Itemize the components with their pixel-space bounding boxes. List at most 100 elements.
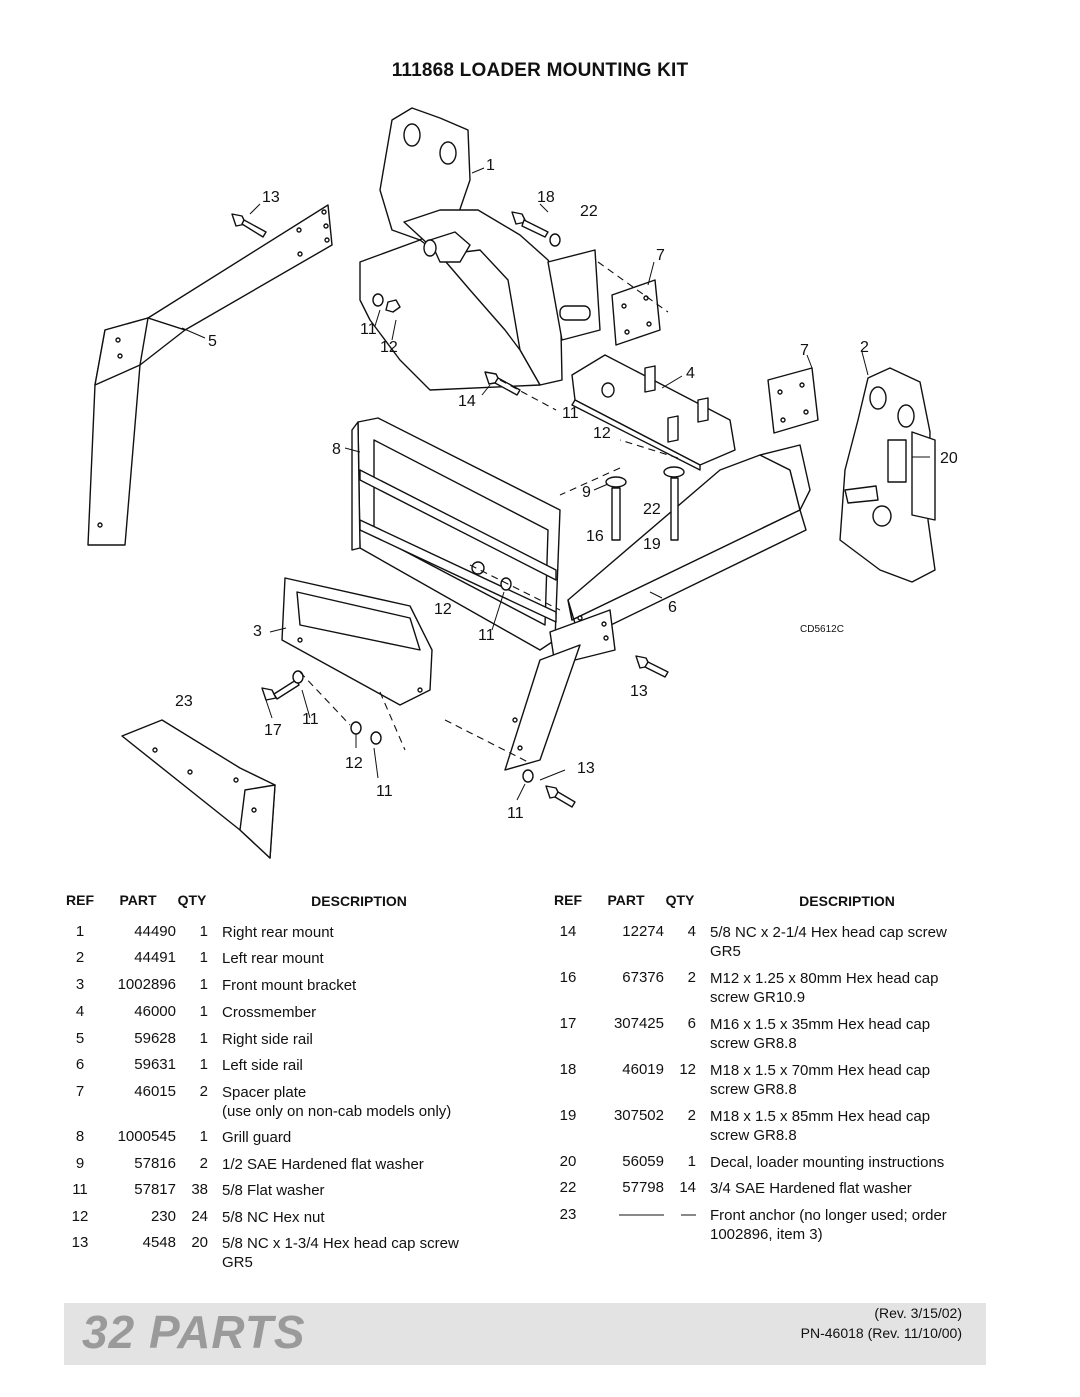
description-cell: Grill guard — [208, 1128, 500, 1147]
callout-12b: 12 — [593, 425, 611, 442]
footer-revision: (Rev. 3/15/02) PN-46018 (Rev. 11/10/00) — [801, 1303, 962, 1343]
callout-23: 23 — [175, 693, 193, 710]
right-side-rail-drawing — [87, 204, 333, 546]
table-row: 17 307425 6 M16 x 1.5 x 35mm Hex head cap sc… — [548, 1015, 988, 1061]
description-note: screw GR10.9 — [710, 989, 806, 1006]
left-rear-mount-drawing — [839, 367, 936, 583]
description-note: GR5 — [222, 1254, 253, 1271]
description-cell: Left rear mount — [208, 949, 500, 968]
spacer-plate-upper-drawing — [611, 279, 661, 346]
qty-cell: 20 — [191, 1234, 208, 1251]
revision-date: (Rev. 3/15/02) — [874, 1305, 962, 1321]
header-part: PART — [607, 892, 645, 908]
callout-13b: 13 — [630, 683, 648, 700]
description-note: screw GR8.8 — [710, 1035, 797, 1052]
callout-6: 6 — [668, 599, 677, 616]
callout-16: 16 — [586, 528, 604, 545]
ref-cell: 6 — [75, 1056, 85, 1073]
ref-cell: 11 — [72, 1181, 88, 1198]
front-mount-bracket-drawing — [281, 577, 433, 706]
callout-7b: 7 — [800, 342, 809, 359]
table-header: REF PART QTY DESCRIPTION — [548, 892, 988, 912]
callout-11c: 11 — [478, 627, 495, 644]
screw-13-lower-drawing — [522, 655, 669, 808]
qty-cell: 2 — [199, 1083, 208, 1100]
callout-13: 13 — [262, 189, 280, 206]
part-number-cell: 307425 — [613, 1015, 664, 1032]
description-cell: 5/8 NC Hex nut — [208, 1208, 500, 1227]
ref-cell: 8 — [75, 1128, 85, 1145]
callout-22b: 22 — [643, 501, 661, 518]
qty-cell: 2 — [199, 1155, 208, 1172]
callout-5: 5 — [208, 333, 217, 350]
callouts: 1 13 18 22 7 5 11 12 7 2 4 14 11 12 20 8… — [175, 157, 958, 822]
part-number-cell: 56059 — [622, 1153, 664, 1170]
part-number-cell: 1002896 — [117, 976, 176, 993]
ref-cell: 4 — [75, 1003, 85, 1020]
qty-cell: 24 — [191, 1208, 208, 1225]
fasteners-18-22-drawing — [372, 211, 561, 313]
part-number-cell: 67376 — [622, 969, 664, 986]
qty-cell: 4 — [687, 923, 696, 940]
crossmember-drawing — [571, 354, 736, 471]
qty-cell: 1 — [199, 976, 208, 993]
part-number-cell: 57816 — [134, 1155, 176, 1172]
description-text: Grill guard — [222, 1129, 292, 1146]
table-row: 3 1002896 1 Front mount bracket — [60, 976, 500, 1003]
table-header: REF PART QTY DESCRIPTION — [60, 892, 500, 912]
part-number-cell: 57798 — [622, 1179, 664, 1196]
qty-cell: 6 — [687, 1015, 696, 1032]
callout-13c: 13 — [577, 760, 595, 777]
description-note: (use only on non-cab models only) — [222, 1103, 452, 1120]
left-side-rail-drawing — [504, 444, 811, 771]
callout-2: 2 — [860, 339, 869, 356]
header-description: DESCRIPTION — [311, 893, 407, 909]
table-row: 23————Front anchor (no longer used; orde… — [548, 1206, 988, 1251]
description-text: Left rear mount — [222, 950, 324, 967]
ref-cell: 14 — [559, 923, 577, 940]
part-number-cell: 12274 — [622, 923, 664, 940]
part-number-cell: 230 — [150, 1208, 176, 1225]
part-number-cell: 57817 — [134, 1181, 176, 1198]
header-description: DESCRIPTION — [799, 893, 895, 909]
description-text: M16 x 1.5 x 35mm Hex head cap — [710, 1016, 931, 1033]
ref-cell: 17 — [559, 1015, 577, 1032]
qty-cell: 1 — [199, 1128, 208, 1145]
part-number-cell: 4548 — [142, 1234, 176, 1251]
description-text: Decal, loader mounting instructions — [710, 1154, 945, 1171]
ref-cell: 9 — [75, 1155, 85, 1172]
ref-cell: 7 — [75, 1083, 85, 1100]
ref-cell: 3 — [75, 976, 85, 993]
callout-11: 11 — [360, 321, 377, 338]
qty-cell: 1 — [199, 1056, 208, 1073]
callout-18: 18 — [537, 189, 555, 206]
callout-17: 17 — [264, 722, 282, 739]
description-cell: Decal, loader mounting instructions — [696, 1153, 988, 1172]
qty-cell: 1 — [199, 1003, 208, 1020]
qty-cell: 2 — [687, 969, 696, 986]
callout-9: 9 — [582, 484, 591, 501]
qty-cell: 1 — [199, 923, 208, 940]
description-cell: 5/8 Flat washer — [208, 1181, 500, 1200]
screw-13-top-drawing — [231, 213, 267, 238]
description-text: Front mount bracket — [222, 977, 357, 994]
description-note: 1002896, item 3) — [710, 1226, 823, 1243]
callout-1: 1 — [486, 157, 495, 174]
part-number-cell: 46000 — [134, 1003, 176, 1020]
